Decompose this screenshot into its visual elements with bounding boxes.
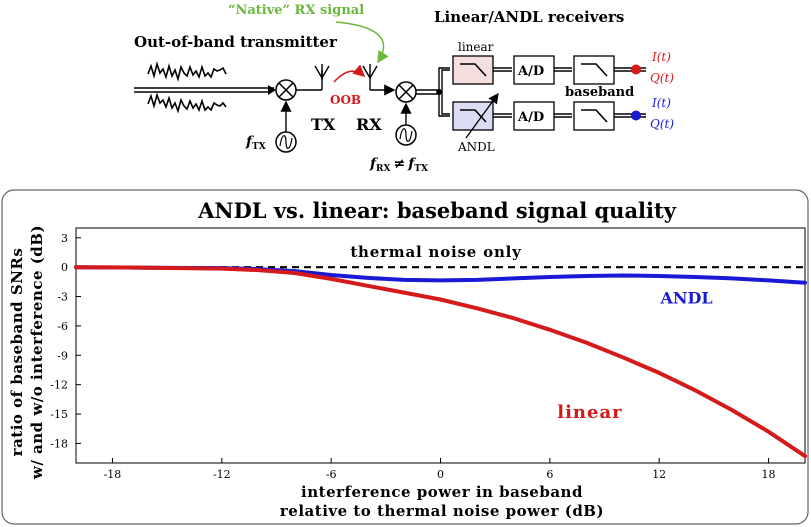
baseband-label: baseband — [565, 85, 634, 100]
y-tick-label: -12 — [50, 379, 68, 392]
y-tick-label: 0 — [61, 261, 68, 274]
waveform-top — [147, 61, 227, 82]
ad-label-2: A/D — [517, 110, 544, 125]
x-tick-label: 12 — [652, 468, 666, 481]
native-signal-arrow — [335, 21, 389, 64]
linear-output-dot — [631, 64, 641, 75]
x-tick-label: 18 — [762, 468, 776, 481]
system-diagram: “Native” RX signal Out-of-band transmitt… — [134, 3, 674, 174]
x-tick-label: -6 — [326, 468, 337, 481]
baseband-filter-box-1 — [573, 55, 615, 85]
chart-title: ANDL vs. linear: baseband signal quality — [197, 198, 677, 223]
rx-mixer — [395, 81, 417, 103]
q-label-2: Q(t) — [650, 117, 674, 131]
series-line-linear — [74, 265, 807, 459]
andl-filter-box — [452, 101, 494, 131]
series-label-andl: ANDL — [659, 288, 712, 307]
tx-oscillator — [275, 131, 297, 153]
ad-label-1: A/D — [517, 64, 544, 79]
andl-output-dot — [631, 110, 641, 121]
waveform-bottom — [147, 92, 227, 114]
rx-label: RX — [356, 115, 382, 134]
ad-box-1 — [513, 55, 555, 85]
y-axis-label-line2: w/ and w/o interference (dB) — [28, 225, 46, 480]
linear-filter-box — [452, 55, 494, 85]
x-tick-label: 0 — [437, 468, 444, 481]
tx-label: TX — [311, 115, 336, 134]
y-tick-label: -9 — [57, 349, 68, 362]
rx-antenna-icon — [362, 64, 378, 90]
transmitter-label: Out-of-band transmitter — [134, 33, 338, 51]
x-tick-label: -12 — [213, 468, 231, 481]
x-axis-label-line1: interference power in baseband — [301, 483, 583, 501]
y-tick-label: -6 — [57, 320, 68, 333]
x-tick-label: -18 — [104, 468, 122, 481]
plot-area: 3 0 -3 -6 -9 -12 -15 -18 -18 -12 -6 0 6 12 18 thermal n… — [50, 227, 807, 481]
receivers-title: Linear/ANDL receivers — [434, 8, 624, 26]
y-tick-label: -18 — [50, 437, 68, 450]
i-label-2: I(t) — [651, 96, 671, 110]
oob-arrow — [333, 64, 366, 83]
y-axis-label-line1: ratio of baseband SNRs — [8, 248, 26, 457]
i-label-1: I(t) — [651, 50, 671, 64]
baseband-filter-box-2 — [573, 101, 615, 131]
f-tx-label: fTX — [245, 134, 266, 152]
y-tick-label: -3 — [57, 291, 68, 304]
x-tick-label: 6 — [546, 468, 553, 481]
y-tick-label: 3 — [61, 232, 68, 245]
f-rx-label: fRX≠fTX — [369, 156, 428, 174]
rx-oscillator — [395, 124, 417, 146]
series-label-linear: linear — [557, 402, 622, 423]
oob-label: OOB — [330, 93, 361, 107]
andl-label: ANDL — [457, 140, 495, 154]
tx-antenna-icon — [314, 64, 330, 80]
plot-frame — [75, 227, 806, 464]
q-label-1: Q(t) — [650, 71, 674, 85]
native-signal-label: “Native” RX signal — [228, 3, 364, 18]
y-tick-label: -15 — [50, 408, 68, 421]
reference-label: thermal noise only — [350, 243, 522, 261]
x-axis-label-line2: relative to thermal noise power (dB) — [280, 502, 604, 520]
linear-label: linear — [458, 40, 494, 54]
ad-box-2 — [513, 101, 555, 131]
